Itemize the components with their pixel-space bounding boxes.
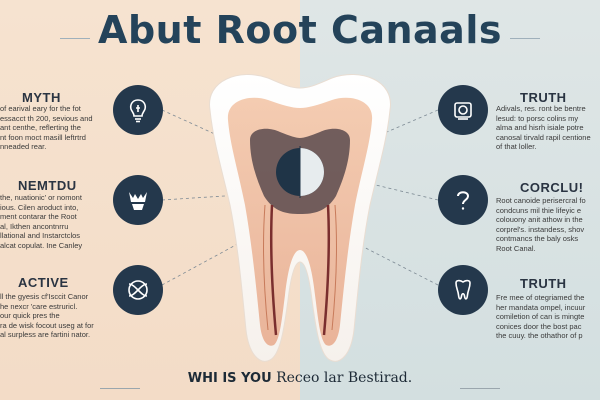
- root-canal-left-inner: [263, 204, 269, 331]
- panel-heading: NEMTDU: [18, 178, 77, 193]
- panel-text: Root canoide perisercral fo condcuns mil…: [496, 196, 586, 253]
- toilet-icon: [438, 85, 488, 135]
- page-title: Abut Root Canaals: [98, 8, 502, 52]
- footer-tagline: WHI IS YOU Receo lar Bestirad.: [0, 370, 600, 386]
- connector-corclu: [354, 179, 439, 201]
- root-canal-right: [322, 204, 331, 336]
- panel-text: ll the gyesis cf'Isccit Canor he nexcr '…: [0, 292, 94, 339]
- panel-text: Adivals, res. ront be bentre lesud: to p…: [496, 104, 591, 151]
- panel-text: Fre mee of otegriamed the her mandata om…: [496, 293, 586, 340]
- connector-nemtdu: [161, 194, 241, 201]
- footer-rule-left: [100, 388, 140, 389]
- connector-active: [161, 239, 246, 286]
- panel-heading: TRUTH: [520, 90, 567, 105]
- footer-part-b: Receo lar Bestirad.: [276, 370, 413, 386]
- connector-truth-bottom: [349, 239, 439, 286]
- footer-rule-right: [460, 388, 500, 389]
- lightbulb-head-icon: [113, 85, 163, 135]
- question-mark-icon: [438, 175, 488, 225]
- tooth-icon: [438, 265, 488, 315]
- title-rule-left: [60, 38, 90, 39]
- panel-heading: TRUTH: [520, 276, 567, 291]
- root-canal-right-inner: [331, 204, 337, 331]
- panel-heading: ACTIVE: [18, 275, 69, 290]
- title-rule-right: [510, 38, 540, 39]
- footer-part-a: WHI IS YOU: [187, 371, 272, 386]
- root-canal-left: [269, 204, 278, 336]
- panel-heading: CORCLU!: [520, 180, 584, 195]
- panel-text: of earival eary for the fot essacct th 2…: [0, 104, 93, 151]
- center-disc-light-half: [300, 148, 324, 196]
- panel-text: the, nuationic' or nomont ious. Cilen ar…: [0, 193, 83, 250]
- panel-heading: MYTH: [22, 90, 61, 105]
- knot-icon: [113, 265, 163, 315]
- tooth-crown-icon: [113, 175, 163, 225]
